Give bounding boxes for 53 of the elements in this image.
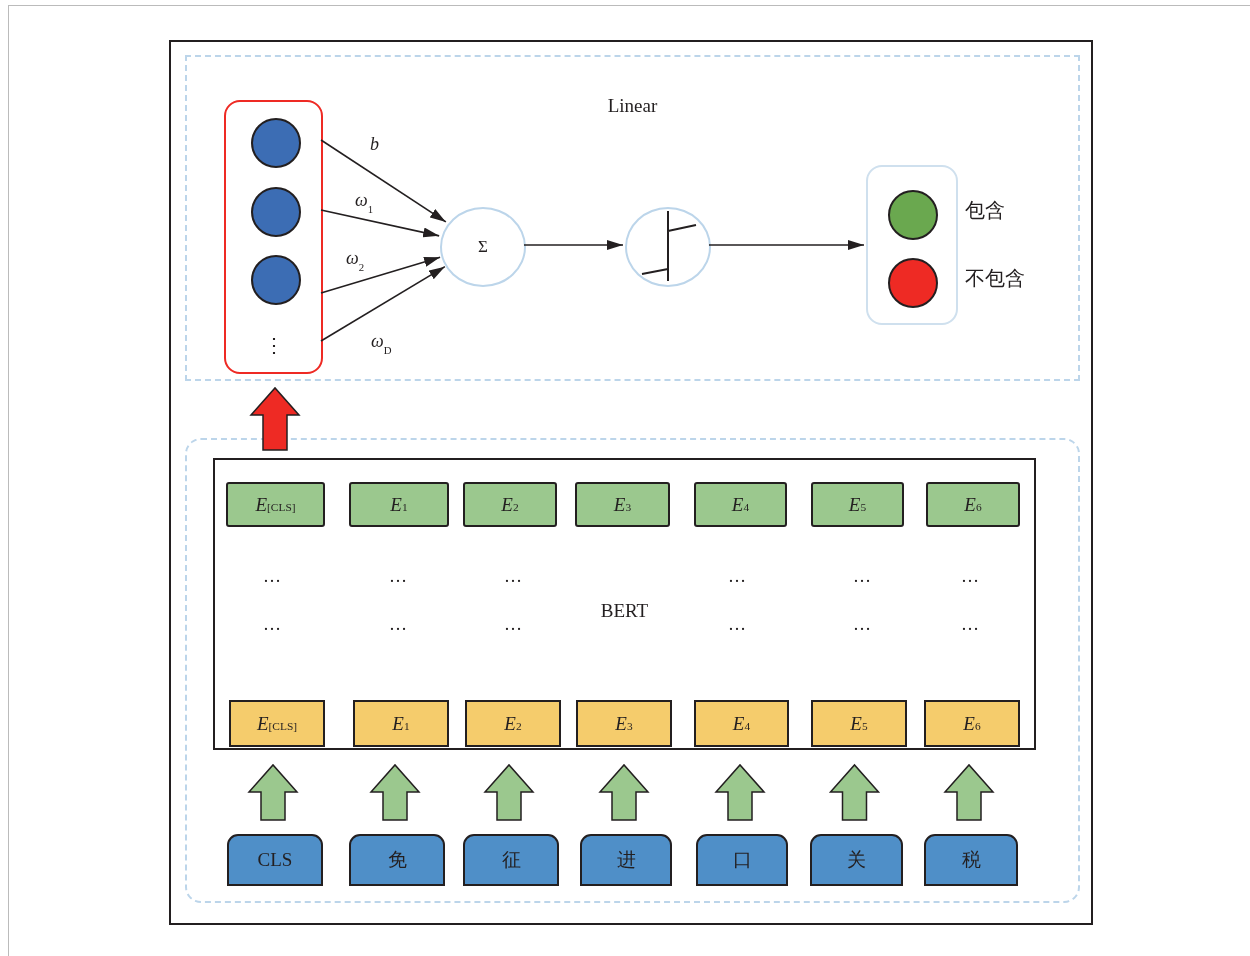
block-arrow — [598, 763, 650, 821]
ellipsis-text: … — [960, 566, 980, 586]
edge-label: ω$_{1}$ — [355, 189, 374, 217]
ellipsis-text: … — [727, 614, 747, 634]
ellipsis-text: … — [503, 614, 523, 634]
block-arrow — [483, 763, 535, 821]
ellipsis-text: ⋮ — [262, 333, 285, 357]
edge-label: ω$_{2}$ — [346, 247, 365, 275]
layer-panel — [185, 55, 1080, 381]
token-box: 征 — [463, 834, 559, 886]
panel-title: Linear — [606, 94, 659, 118]
output-box — [866, 165, 958, 325]
block-arrow — [943, 763, 995, 821]
token-box: CLS — [227, 834, 323, 886]
neuron-circle — [251, 255, 301, 305]
option-label: 包含 — [965, 198, 1005, 222]
ellipsis-text: … — [852, 566, 872, 586]
ellipsis-text: … — [727, 566, 747, 586]
arrow — [320, 256, 441, 294]
arrow — [708, 240, 865, 250]
ellipsis-text: … — [388, 566, 408, 586]
ellipsis-text: … — [262, 566, 282, 586]
ellipsis-text: … — [503, 566, 523, 586]
edge-label: ω$_{D}$ — [371, 330, 392, 358]
block-arrow — [714, 763, 766, 821]
bert-box — [213, 458, 1036, 750]
option-label: 不包含 — [965, 266, 1025, 290]
token-box: 税 — [924, 834, 1018, 886]
ellipsis-text: … — [388, 614, 408, 634]
output-circle — [888, 258, 938, 308]
bert-label: BERT — [599, 599, 650, 623]
sum-circle: Σ — [440, 207, 526, 287]
block-arrow — [247, 763, 299, 821]
ellipsis-text: … — [262, 614, 282, 634]
edge-label: b — [370, 133, 379, 155]
block-arrow — [369, 763, 421, 821]
block-arrow — [828, 763, 881, 821]
arrow — [523, 240, 624, 250]
neuron-column-box — [224, 100, 323, 374]
block-arrow — [249, 386, 301, 451]
output-circle — [888, 190, 938, 240]
ellipsis-text: … — [852, 614, 872, 634]
token-box: 关 — [810, 834, 903, 886]
arrow — [320, 209, 440, 238]
arrow — [320, 265, 446, 342]
arrow — [320, 139, 447, 223]
token-box: 口 — [696, 834, 788, 886]
token-box: 免 — [349, 834, 445, 886]
layer-panel — [185, 438, 1080, 903]
neuron-circle — [251, 187, 301, 237]
neuron-circle — [251, 118, 301, 168]
token-box: 进 — [580, 834, 672, 886]
ellipsis-text: … — [960, 614, 980, 634]
